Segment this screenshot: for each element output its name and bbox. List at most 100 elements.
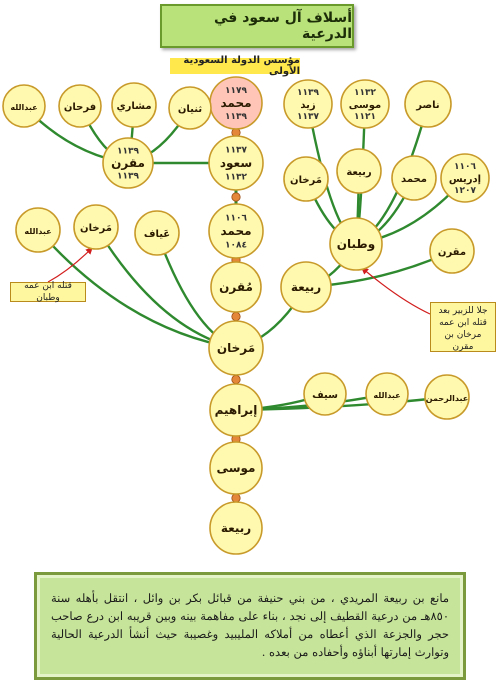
node-circle: [209, 441, 263, 495]
note-arrows: [47, 247, 431, 315]
trunk-bead: [231, 311, 241, 322]
tree-nodes: ١١٧٩محمد١١٣٩١١٣٧سعود١١٣٢١١٠٦محمد١٠٨٤مُقر…: [2, 76, 490, 555]
node-name: عبدالله: [10, 103, 37, 112]
node-circle: [208, 135, 264, 191]
node-circle: [134, 210, 180, 256]
node-circle: [429, 228, 475, 274]
node-r-nasir: ناصر: [404, 80, 452, 128]
node-t-musa: موسى: [209, 441, 263, 495]
node-circle: [73, 204, 119, 250]
node-name: موسى: [217, 461, 256, 476]
node-name: مُقرن: [219, 280, 253, 294]
node-date-top: ١١٣٩: [117, 147, 139, 157]
node-l-thunayan: ثنيان: [168, 86, 212, 130]
node-circle: [111, 82, 157, 128]
note-killed-by-watban: قتله ابن عمه وطبان: [10, 281, 86, 303]
node-circle: [210, 261, 262, 313]
node-l-mishari: مشاري: [111, 82, 157, 128]
node-name: عَياف: [144, 229, 170, 240]
trunk-bead: [231, 192, 241, 202]
node-name: مقرن: [438, 247, 466, 258]
node-circle: [404, 80, 452, 128]
node-t-markhan: مَرخان: [208, 320, 264, 376]
node-date-top: ١١٣٧: [225, 146, 247, 156]
node-name: محمد: [220, 96, 251, 110]
node-l-abdullah2: عبدالله: [15, 207, 61, 253]
node-circle: [329, 217, 383, 271]
node-name: زيد: [300, 100, 316, 111]
node-circle: [102, 137, 154, 189]
node-date-top: ١١٧٩: [225, 86, 247, 96]
node-date-bottom: ١١٣٩: [225, 112, 247, 122]
node-l-farhan: فرحان: [58, 84, 102, 128]
node-name: سيف: [312, 390, 338, 401]
node-circle: [58, 84, 102, 128]
node-date-bottom: ١١٣٢: [225, 173, 247, 183]
node-circle: [209, 383, 263, 437]
trunk-bead: [231, 374, 241, 385]
node-circle: [168, 86, 212, 130]
node-name: ثنيان: [178, 104, 202, 115]
node-name: عبدالرحمن: [426, 394, 468, 403]
node-name: فرحان: [64, 102, 96, 113]
node-name: ربيعة: [221, 521, 251, 535]
node-circle: [2, 84, 46, 128]
node-date-bottom: ١٢٠٧: [454, 186, 476, 196]
node-circle: [336, 148, 382, 194]
node-r-abdulrahman: عبدالرحمن: [424, 374, 470, 420]
arrow-to-watban: [361, 267, 431, 315]
node-t-muqrin: مُقرن: [210, 261, 262, 313]
footer-paragraph: مانع بن ربيعة المريدي ، من بني حنيفة من …: [51, 591, 449, 659]
node-circle: [440, 153, 490, 203]
node-name: محمد: [401, 174, 427, 185]
node-name: مَرخان: [80, 223, 112, 234]
node-circle: [15, 207, 61, 253]
node-circle: [209, 501, 263, 555]
node-name: مَرخان: [290, 175, 322, 186]
node-name: عبدالله: [24, 227, 51, 236]
node-r-rabia: ربيعة: [280, 261, 332, 313]
node-name: عبدالله: [373, 391, 400, 400]
node-circle: [340, 79, 390, 129]
node-circle: [365, 372, 409, 416]
footer-text-box: مانع بن ربيعة المريدي ، من بني حنيفة من …: [34, 572, 466, 680]
node-name: مَرخان: [217, 341, 255, 355]
node-name: محمد: [220, 224, 251, 238]
founder-caption: مؤسس الدولة السعودية الأولى: [170, 55, 300, 77]
diagram-title: أسلاف آل سعود في الدرعية: [160, 4, 354, 48]
node-date-bottom: ١١٣٩: [117, 172, 139, 182]
node-name: ربيعة: [346, 167, 372, 178]
node-l-markhan: مَرخان: [73, 204, 119, 250]
node-l-abdullah1: عبدالله: [2, 84, 46, 128]
node-l-ayaf: عَياف: [134, 210, 180, 256]
node-name: مقرن: [111, 156, 145, 170]
node-r-rabia2: ربيعة: [336, 148, 382, 194]
node-circle: [208, 320, 264, 376]
node-t-ibrahim: إبراهيم: [209, 383, 263, 437]
node-circle: [283, 79, 333, 129]
node-date-bottom: ١٠٨٤: [225, 241, 247, 251]
node-name: ربيعة: [291, 280, 321, 294]
node-circle: [283, 156, 329, 202]
node-date-bottom: ١١٢١: [354, 112, 376, 122]
node-circle: [303, 372, 347, 416]
node-r-saif: سيف: [303, 372, 347, 416]
node-name: ناصر: [415, 100, 439, 111]
node-date-top: ١١٣٢: [354, 88, 376, 98]
node-name: إدريس: [449, 174, 481, 185]
node-name: موسى: [349, 100, 381, 111]
node-name: سعود: [220, 156, 252, 171]
node-date-top: ١١٣٩: [297, 88, 319, 98]
node-circle: [424, 374, 470, 420]
node-date-top: ١١٠٦: [454, 162, 476, 172]
trunk-bead: [231, 493, 241, 503]
node-circle: [208, 203, 264, 259]
edge-t-ibrahim-r-abdulrahman: [235, 395, 448, 412]
